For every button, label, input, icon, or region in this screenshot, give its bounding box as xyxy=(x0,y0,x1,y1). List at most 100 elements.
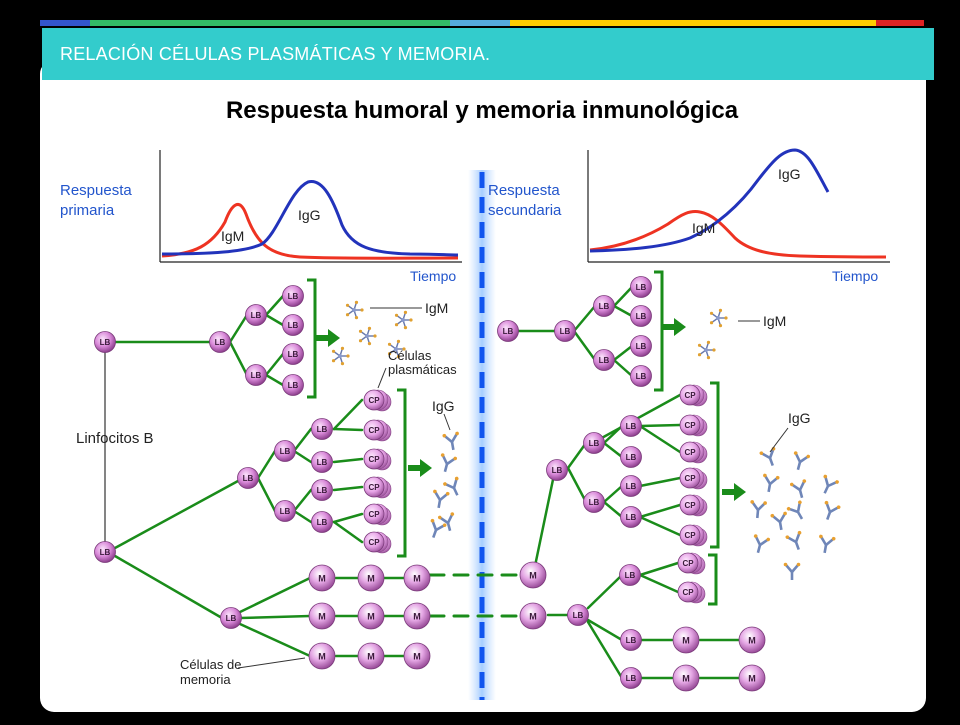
svg-text:LB: LB xyxy=(251,371,262,380)
diagram-title: Respuesta humoral y memoria inmunológica xyxy=(226,97,739,124)
group-bracket xyxy=(708,553,718,606)
svg-text:M: M xyxy=(682,636,690,646)
primary-igm-free-label: IgM xyxy=(425,300,448,316)
igm-pentamer-icon xyxy=(394,310,413,330)
igm-pentamer-icon xyxy=(345,300,364,320)
arrow-right-icon xyxy=(722,483,746,501)
igg-y-icon xyxy=(770,511,787,531)
b-lymphocyte-cell: LB xyxy=(620,506,642,528)
svg-text:LB: LB xyxy=(215,338,226,347)
memory-cell: M xyxy=(357,564,385,592)
svg-text:LB: LB xyxy=(599,356,610,365)
svg-text:LB: LB xyxy=(636,342,647,351)
plasma-cell: CP xyxy=(363,531,392,554)
svg-text:LB: LB xyxy=(317,486,328,495)
svg-text:CP: CP xyxy=(684,448,696,457)
primary-response-graph xyxy=(159,150,462,263)
svg-text:LB: LB xyxy=(251,311,262,320)
plasma-cell: CP xyxy=(363,389,392,412)
primary-igg-curve xyxy=(161,180,459,257)
b-lymphocyte-cell: LB xyxy=(282,374,304,396)
b-lymphocyte-cell: LB xyxy=(546,459,568,481)
svg-text:M: M xyxy=(318,652,326,662)
memory-cell: M xyxy=(672,626,700,654)
svg-text:LB: LB xyxy=(280,507,291,516)
b-lymphocyte-cell: LB xyxy=(630,305,652,327)
primary-igg-free-label: IgG xyxy=(432,398,455,414)
igg-y-icon xyxy=(823,474,839,494)
b-lymphocyte-cell: LB xyxy=(311,418,333,440)
primary-igm-curve xyxy=(161,203,459,260)
svg-text:CP: CP xyxy=(368,426,380,435)
b-lymphocyte-cell: LB xyxy=(630,365,652,387)
svg-text:LB: LB xyxy=(100,338,111,347)
svg-text:LB: LB xyxy=(317,425,328,434)
time-divider xyxy=(468,170,496,700)
secondary-igg-curve xyxy=(589,148,830,253)
svg-text:LB: LB xyxy=(288,381,299,390)
svg-text:CP: CP xyxy=(368,538,380,547)
b-lymphocyte-cell: LB xyxy=(282,343,304,365)
primary-igg-curve-label: IgG xyxy=(298,207,321,223)
plasma-label-line1: Células xyxy=(388,348,432,363)
secondary-label-line1: Respuesta xyxy=(488,182,560,199)
memory-cell: M xyxy=(308,602,336,630)
svg-text:CP: CP xyxy=(682,559,694,568)
svg-text:M: M xyxy=(682,674,690,684)
svg-text:LB: LB xyxy=(503,327,514,336)
svg-text:LB: LB xyxy=(636,283,647,292)
igg-y-icon xyxy=(430,518,447,538)
secondary-igg-curve-label: IgG xyxy=(778,166,801,182)
b-lymphocyte-cell: LB xyxy=(311,451,333,473)
plasma-label-line2: plasmáticas xyxy=(388,362,457,377)
svg-text:LB: LB xyxy=(552,466,563,475)
b-lymphocyte-cell: LB xyxy=(620,415,642,437)
memory-cell: M xyxy=(738,626,766,654)
primary-axis-label: Tiempo xyxy=(410,268,456,284)
svg-text:CP: CP xyxy=(368,396,380,405)
svg-text:LB: LB xyxy=(100,548,111,557)
svg-text:M: M xyxy=(748,674,756,684)
b-lymphocyte-cell: LB xyxy=(245,364,267,386)
b-lymphocyte-cell: LB xyxy=(583,491,605,513)
brackets-and-arrows xyxy=(307,270,746,606)
svg-text:LB: LB xyxy=(288,321,299,330)
b-lymphocyte-cell: LB xyxy=(620,667,642,689)
memory-cell: M xyxy=(403,564,431,592)
svg-text:LB: LB xyxy=(636,312,647,321)
memory-cell: M xyxy=(357,642,385,670)
svg-text:LB: LB xyxy=(626,482,637,491)
group-bracket xyxy=(397,388,407,558)
svg-text:CP: CP xyxy=(368,483,380,492)
memory-cell: M xyxy=(357,602,385,630)
svg-text:M: M xyxy=(748,636,756,646)
igm-pentamer-icon xyxy=(709,308,728,328)
igg-y-icon xyxy=(793,451,811,471)
igg-y-icon xyxy=(753,534,771,554)
igg-y-icon xyxy=(442,431,459,451)
b-lymphocyte-cell: LB xyxy=(220,607,242,629)
arrow-right-icon xyxy=(408,459,432,477)
b-lymphocyte-cell: LB xyxy=(282,285,304,307)
b-lymphocyte-cell: LB xyxy=(94,541,116,563)
igm-pentamer-icon xyxy=(331,346,350,366)
svg-text:LB: LB xyxy=(626,422,637,431)
secondary-igg-free-label: IgG xyxy=(788,410,811,426)
primary-label-line1: Respuesta xyxy=(60,182,132,199)
plasma-cell: CP xyxy=(677,552,706,575)
svg-text:LB: LB xyxy=(625,571,636,580)
svg-text:M: M xyxy=(367,574,375,584)
svg-text:CP: CP xyxy=(682,588,694,597)
svg-text:CP: CP xyxy=(684,531,696,540)
igg-y-icon xyxy=(750,500,767,519)
b-lymphocyte-cell: LB xyxy=(593,295,615,317)
slide-title: RELACIÓN CÉLULAS PLASMÁTICAS Y MEMORIA. xyxy=(60,44,491,64)
secondary-axis-label: Tiempo xyxy=(832,268,878,284)
b-lymphocyte-cell: LB xyxy=(593,349,615,371)
group-bracket xyxy=(654,270,664,392)
memory-cell: M xyxy=(403,602,431,630)
b-lymphocyte-cell: LB xyxy=(630,276,652,298)
svg-text:CP: CP xyxy=(368,510,380,519)
b-lymphocyte-cell: LB xyxy=(237,467,259,489)
